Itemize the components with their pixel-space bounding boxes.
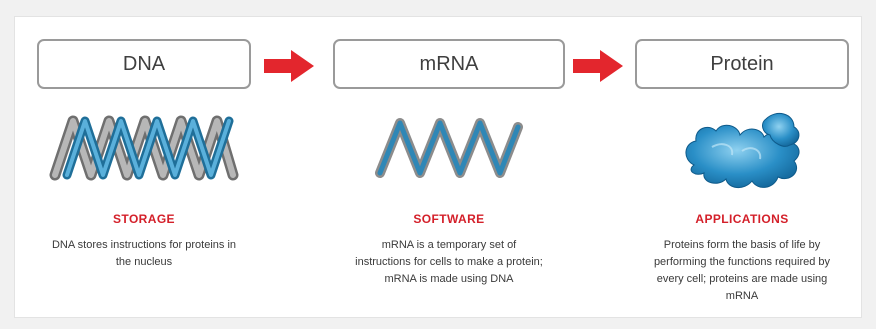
stage-mrna-description: mRNA is a temporary set of instructions … [355, 239, 543, 285]
stage-dna-box: DNA [37, 39, 251, 89]
dna-illustration [37, 109, 251, 209]
stage-mrna: mRNA SOFTWARE mRNA is a temporary set of… [333, 17, 565, 317]
stage-protein-box: Protein [635, 39, 849, 89]
arrow-mrna-to-protein [573, 50, 623, 87]
stage-protein-role: APPLICATIONS [695, 212, 789, 226]
arrow-dna-to-mrna [264, 50, 314, 87]
diagram-frame: DNA STORAGE DNA stores instructions for … [14, 16, 862, 318]
stage-mrna-role: SOFTWARE [413, 212, 485, 226]
protein-illustration [635, 103, 849, 203]
stage-dna: DNA STORAGE DNA stores instructions for … [37, 17, 251, 317]
stage-mrna-box: mRNA [333, 39, 565, 89]
mrna-single-strand-icon [375, 118, 523, 178]
dna-double-helix-icon [49, 115, 239, 181]
stage-protein-description: Proteins form the basis of life by perfo… [653, 239, 831, 302]
stage-dna-label: DNA [122, 52, 166, 75]
mrna-illustration [333, 109, 565, 209]
stage-protein-label: Protein [710, 52, 774, 75]
right-arrow-icon [264, 50, 314, 82]
stage-dna-description: DNA stores instructions for proteins in … [51, 239, 237, 268]
stage-protein: Protein APPLICATIONS Proteins form the b… [635, 17, 849, 317]
stage-dna-role: STORAGE [113, 212, 175, 226]
stage-mrna-label: mRNA [419, 52, 479, 75]
right-arrow-icon [573, 50, 623, 82]
protein-blob-icon [685, 112, 800, 188]
